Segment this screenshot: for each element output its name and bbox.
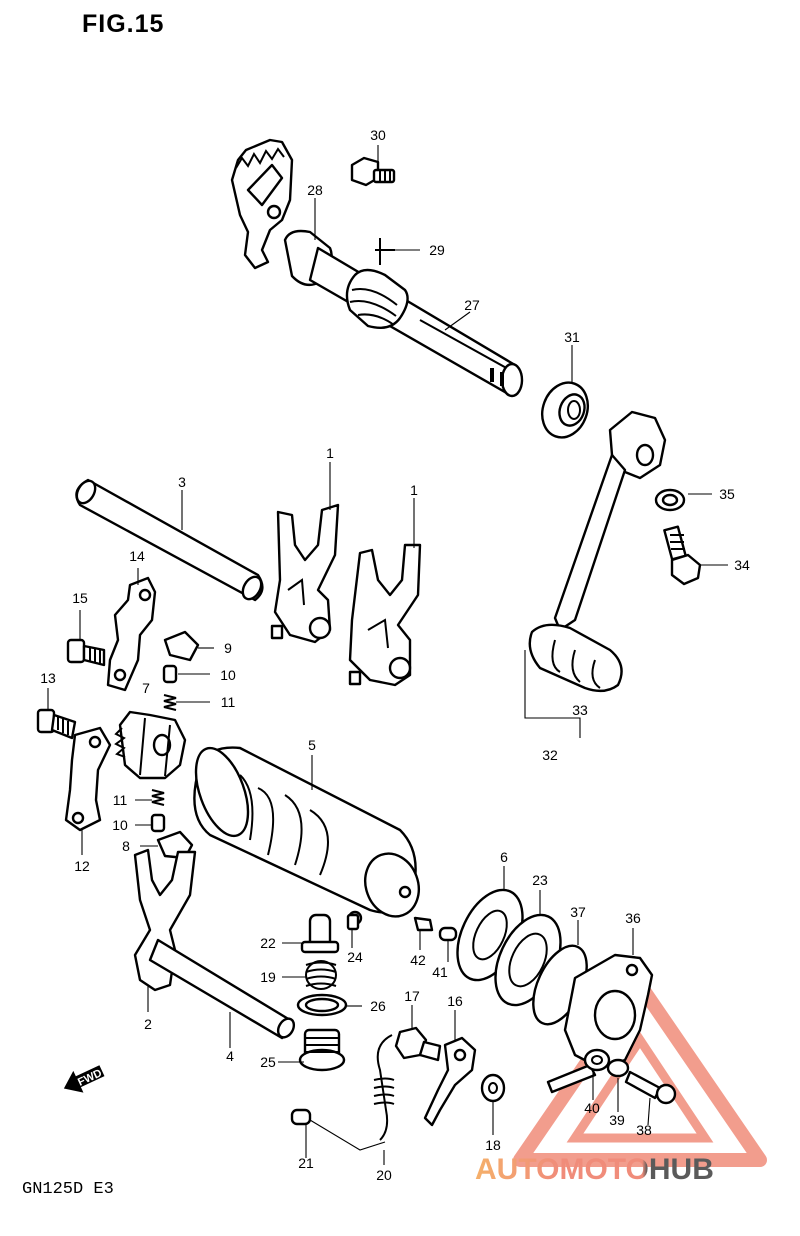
callout-17: 17 [404,988,420,1004]
callout-34: 34 [734,557,750,573]
callout-22: 22 [260,935,276,951]
part-24-pin [346,913,360,931]
callout-11b: 11 [112,792,128,808]
model-code: GN125D E3 [22,1180,114,1199]
part-10-pin-upper [162,664,178,684]
callout-27: 27 [464,297,480,313]
part-14-stopper-plate [106,576,157,692]
callout-39: 39 [609,1112,625,1128]
callout-37: 37 [570,904,586,920]
callout-16: 16 [447,993,463,1009]
callout-14: 14 [129,548,145,564]
callout-6: 6 [500,849,508,865]
part-33-gearshift-pedal [528,410,667,693]
callout-18: 18 [485,1137,501,1153]
part-42-pin [413,916,434,932]
part-30-bolt [350,156,396,187]
callout-35: 35 [719,486,735,502]
part-9-stopper [163,630,200,662]
callout-21: 21 [298,1155,314,1171]
watermark-text: AUTOMOTOHUB [475,1153,793,1189]
callout-23: 23 [532,872,548,888]
callout-10a: 10 [220,667,236,683]
callout-20: 20 [376,1167,392,1183]
callout-28: 28 [307,182,323,198]
part-15-bolt [66,638,106,667]
callout-19: 19 [260,969,276,985]
part-12-plate [64,726,112,832]
part-5-gearshift-cam [193,746,420,926]
part-35-washer [654,488,686,512]
callout-32: 32 [542,747,558,763]
part-10-pin-lower [150,813,166,833]
callout-1b: 1 [410,482,418,498]
callout-7: 7 [142,680,150,696]
part-25-plug [298,1028,346,1072]
callout-42: 42 [410,952,426,968]
callout-5: 5 [308,737,316,753]
leader-lines [47,145,728,1165]
callout-40: 40 [584,1100,600,1116]
callout-9: 9 [224,640,232,656]
watermark-brand: AUTOMOTOHUB [475,1153,714,1186]
part-34-bolt [663,525,702,586]
part-41-pin [438,926,458,942]
callout-1a: 1 [326,445,334,461]
callout-4: 4 [226,1048,234,1064]
part-39-washer [606,1058,630,1078]
callout-26: 26 [370,998,386,1014]
callout-2: 2 [144,1016,152,1032]
callout-36: 36 [625,910,641,926]
part-1-shift-fork-b [348,543,422,687]
part-22-bolt [300,913,340,954]
figure-title: FIG.15 [82,10,165,38]
part-4-fork-shaft [148,938,296,1040]
part-40-washer [583,1048,611,1072]
callout-15: 15 [72,590,88,606]
part-19-spring [305,960,337,990]
callout-11a: 11 [220,694,236,710]
callout-25: 25 [260,1054,276,1070]
part-11-spring-upper [163,694,177,711]
callout-33: 33 [572,702,588,718]
part-17-bolt [394,1026,442,1062]
part-36-cam-stopper-plate [546,953,654,1094]
part-7-cam-driven-gear [114,710,187,780]
callout-31: 31 [564,329,580,345]
callout-13: 13 [40,670,56,686]
part-21-pin [290,1108,312,1126]
callout-12: 12 [74,858,90,874]
callout-38: 38 [636,1122,652,1138]
callout-8: 8 [122,838,130,854]
fwd-arrow-icon [63,1065,105,1093]
part-1-shift-fork-a [270,503,340,644]
part-31-oil-seal [541,381,589,439]
callout-24: 24 [347,949,363,965]
part-29-spring [345,238,409,329]
part-18-washer [480,1073,506,1103]
callout-3: 3 [178,474,186,490]
callout-30: 30 [370,127,386,143]
part-20-return-spring [373,1034,395,1141]
part-38-bolt [624,1070,677,1105]
callout-41: 41 [432,964,448,980]
part-16-stopper-arm [423,1036,477,1127]
callout-29: 29 [429,242,445,258]
part-3-fork-shaft [75,478,264,602]
part-11-spring-lower [151,789,165,806]
part-2-shift-fork [133,848,197,992]
callout-10b: 10 [112,817,128,833]
part-13-bolt [36,708,77,740]
part-26-gasket [296,993,348,1017]
